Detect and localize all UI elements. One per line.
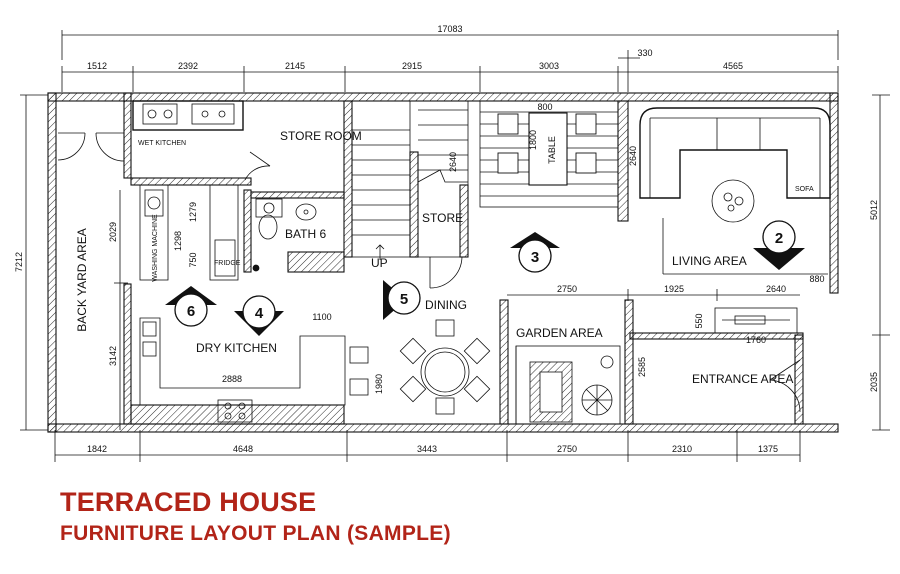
wet-kitchen-counter [132,100,244,131]
marker-6 [165,286,217,327]
dim-wm-a: 1279 [188,202,198,222]
marker-2 [753,220,805,270]
room-bath: BATH 6 [285,227,326,241]
dim-counter: 1100 [312,312,331,322]
dining-table-rect [479,100,619,208]
marker-4 [234,295,284,336]
garden-features [515,345,621,425]
room-garden: GARDEN AREA [516,326,603,340]
store-door [429,256,463,289]
room-sofa: SOFA [795,186,814,193]
staircase [351,100,469,260]
dim-right-2: 2035 [869,372,879,392]
room-store-room: STORE ROOM [280,129,362,143]
marker-3 [510,232,560,273]
room-dry-kitchen: DRY KITCHEN [196,341,277,355]
bathroom-fixtures [255,198,317,240]
dim-bottom-4: 2750 [557,444,577,454]
dim-bottom-1: 1842 [87,444,107,454]
dim-top-4: 2915 [402,61,422,71]
marker-4-label: 4 [255,305,264,322]
room-fridge: FRIDGE [214,260,241,267]
dim-table-length: 1800 [528,130,538,150]
room-entrance: ENTRANCE AREA [692,372,793,386]
round-dining-table [399,319,491,415]
dim-top-1: 1512 [87,61,107,71]
room-washing-machine: WASHING MACHINE [152,214,159,282]
dim-garden-width: 2750 [557,284,577,294]
dim-stair-a: 2640 [448,152,458,172]
room-back-yard: BACK YARD AREA [75,228,89,332]
dim-garden-depth: 2585 [637,357,647,377]
dimension-lines [20,30,890,462]
store-room-door [244,151,271,181]
room-wet-kitchen: WET KITCHEN [138,140,186,147]
room-store: STORE [422,211,463,225]
dim-counter-depth: 1980 [374,374,384,394]
dim-mid-width: 1925 [664,284,684,294]
dim-left-overall: 7212 [14,252,24,272]
room-living: LIVING AREA [672,254,747,268]
marker-5 [383,280,421,320]
dim-stair-b: 2640 [628,146,638,166]
room-table: TABLE [547,136,557,164]
entrance-fixtures [714,307,801,413]
dim-overall-top: 17083 [437,24,462,34]
dim-living-wall: 2640 [766,284,786,294]
view-markers [165,220,805,336]
marker-3-label: 3 [531,249,539,266]
back-door [57,132,125,162]
dim-right-1: 5012 [869,200,879,220]
room-dining: DINING [425,298,467,312]
dim-left-1: 2029 [108,222,118,242]
dim-top-6: 330 [637,48,652,58]
dim-entrance-depth: 550 [694,313,704,328]
page-title: TERRACED HOUSE [60,487,317,517]
dim-kitchen-len: 2888 [222,374,242,384]
dim-top-3: 2145 [285,61,305,71]
dim-living-corner: 880 [809,274,824,284]
dim-bottom-3: 3443 [417,444,437,454]
sofa [639,107,831,275]
marker-6-label: 6 [187,303,195,320]
dim-top-7: 4565 [723,61,743,71]
dim-wm-c: 750 [188,252,198,267]
dim-table-width: 800 [537,102,552,112]
dim-top-2: 2392 [178,61,198,71]
dim-top-5: 3003 [539,61,559,71]
dim-wm-b: 1298 [173,231,183,251]
dry-kitchen-counter [139,317,369,423]
dim-bottom-5: 2310 [672,444,692,454]
marker-2-label: 2 [775,230,783,247]
marker-5-label: 5 [400,291,408,308]
room-up: UP [371,256,388,270]
dim-bottom-6: 1375 [758,444,778,454]
page-subtitle: FURNITURE LAYOUT PLAN (SAMPLE) [60,522,451,545]
walls [47,92,839,433]
laundry-area [139,184,260,281]
dim-bottom-2: 4648 [233,444,253,454]
dim-entrance-width: 1760 [746,335,766,345]
dim-left-2: 3142 [108,346,118,366]
